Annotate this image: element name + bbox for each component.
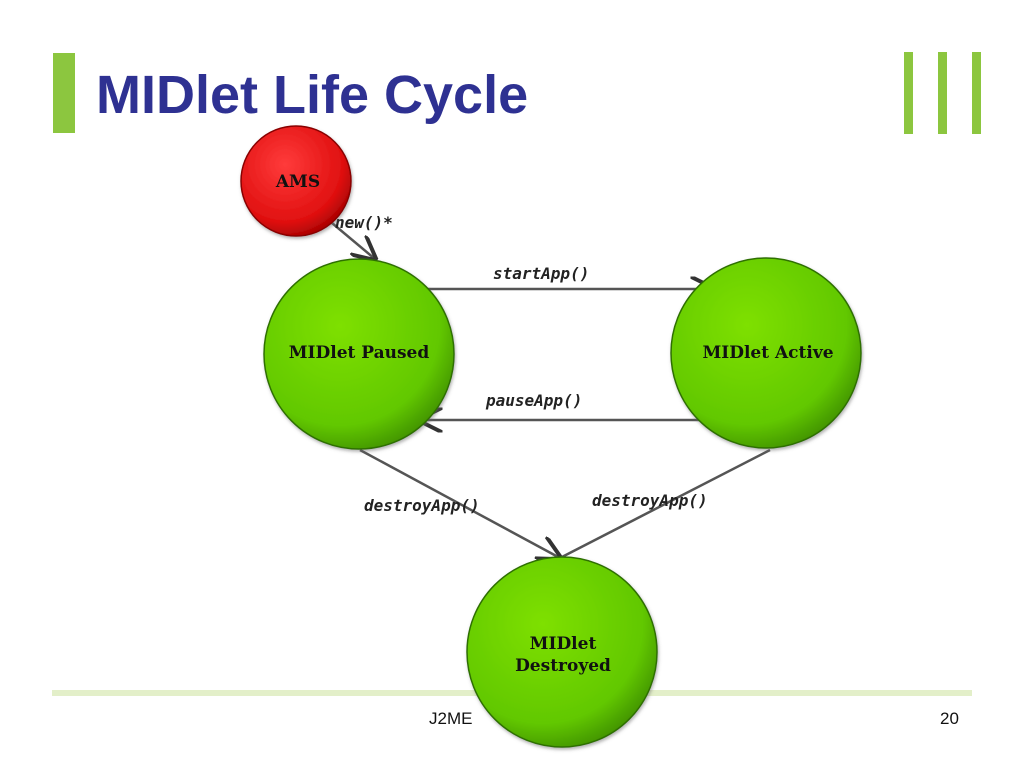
corner-bar — [972, 52, 981, 134]
node-midlet-paused: MIDlet Paused — [263, 258, 455, 450]
node-midlet-destroyed: MIDlet Destroyed — [466, 556, 658, 748]
node-midlet-active: MIDlet Active — [670, 257, 862, 449]
edge-label-new: new()* — [335, 213, 393, 232]
footer-text: J2ME — [429, 709, 473, 728]
page-number: 20 — [940, 709, 959, 728]
edge-destroy-from-paused — [359, 448, 560, 558]
node-label-destroyed-line1: MIDlet — [530, 634, 597, 654]
edge-label-destroy-from-paused: destroyApp() — [364, 496, 480, 515]
corner-decoration — [904, 52, 984, 134]
corner-bar — [938, 52, 947, 134]
slide-title: MIDlet Life Cycle — [96, 65, 529, 125]
node-label-ams: AMS — [275, 172, 320, 192]
edge-destroy-from-active — [559, 448, 771, 560]
edge-label-destroy-from-active: destroyApp() — [592, 491, 708, 510]
edge-label-pause: pauseApp() — [485, 391, 582, 410]
title-accent-bar — [53, 53, 75, 133]
edge-new — [331, 222, 375, 259]
node-label-paused: MIDlet Paused — [289, 343, 430, 363]
node-label-destroyed-line2: Destroyed — [515, 656, 611, 676]
node-label-active: MIDlet Active — [702, 343, 833, 363]
node-ams: AMS — [240, 125, 352, 237]
corner-bar — [904, 52, 913, 134]
edge-label-start: startApp() — [493, 264, 589, 283]
